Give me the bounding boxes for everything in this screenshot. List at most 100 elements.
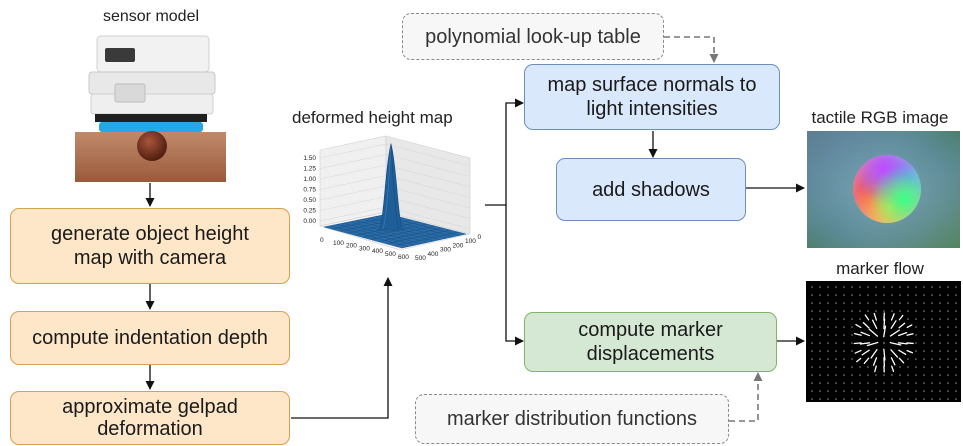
marker-vector <box>871 319 878 330</box>
x-tick-label: 100 <box>333 240 344 247</box>
marker-dot <box>843 350 845 352</box>
marker-dot <box>819 286 821 288</box>
grid-line <box>319 185 387 201</box>
marker-dot <box>875 302 877 304</box>
marker-dot <box>939 342 941 344</box>
marker-dot <box>923 374 925 376</box>
marker-dot <box>811 294 813 296</box>
marker-dot <box>939 310 941 312</box>
marker-dot <box>907 366 909 368</box>
y-tick-label: 200 <box>453 242 464 249</box>
arrow-heightmap-to-markers <box>505 205 524 346</box>
grid-line <box>385 143 471 167</box>
y-tick-label: 300 <box>440 247 451 254</box>
grid-line <box>385 164 471 188</box>
marker-dot <box>835 390 837 392</box>
marker-dot <box>955 310 957 312</box>
marker-dot <box>955 398 957 400</box>
marker-vector <box>906 333 914 336</box>
marker-vector <box>898 332 908 337</box>
marker-dot <box>907 390 909 392</box>
marker-dot <box>859 310 861 312</box>
marker-dot <box>851 382 853 384</box>
marker-vector <box>856 357 862 363</box>
marker-dot <box>891 398 893 400</box>
marker-dot <box>811 326 813 328</box>
marker-dot <box>851 294 853 296</box>
marker-dot <box>947 302 949 304</box>
marker-vector <box>898 322 906 329</box>
marker-dot <box>811 382 813 384</box>
marker-dot <box>843 390 845 392</box>
marker-vector <box>889 341 902 346</box>
marker-dot <box>947 390 949 392</box>
marker-dot <box>899 374 901 376</box>
marker-dot <box>931 302 933 304</box>
marker-dot <box>891 390 893 392</box>
marker-dot <box>819 366 821 368</box>
marker-dot <box>835 366 837 368</box>
z-tick-label: 0.25 <box>303 208 316 215</box>
marker-vector <box>883 348 886 361</box>
marker-dot <box>891 302 893 304</box>
marker-dot <box>915 390 917 392</box>
marker-vector <box>862 322 870 329</box>
marker-dot <box>843 374 845 376</box>
marker-dot <box>955 334 957 336</box>
marker-vector <box>866 341 879 347</box>
marker-dot <box>867 302 869 304</box>
polynomial-lookup-table-box: polynomial look-up table <box>402 13 664 60</box>
marker-dot <box>947 286 949 288</box>
marker-dot <box>811 358 813 360</box>
marker-dot <box>843 382 845 384</box>
marker-dot <box>899 286 901 288</box>
marker-dot <box>915 302 917 304</box>
marker-dot <box>955 294 957 296</box>
marker-dot <box>923 334 925 336</box>
marker-dot <box>907 302 909 304</box>
sensor-caption: sensor model <box>102 8 200 25</box>
marker-vector <box>906 349 914 354</box>
marker-dot <box>827 390 829 392</box>
marker-dot <box>827 326 829 328</box>
marker-vector <box>906 342 914 345</box>
marker-vector <box>906 324 913 329</box>
marker-dot <box>875 398 877 400</box>
marker-dot <box>843 286 845 288</box>
marker-dot <box>883 390 885 392</box>
marker-vector <box>864 314 870 321</box>
marker-dot <box>875 390 877 392</box>
arrow-dist-to-markers <box>729 372 763 422</box>
marker-dot <box>955 390 957 392</box>
marker-dot <box>843 358 845 360</box>
marker-dot <box>931 350 933 352</box>
marker-dot <box>827 398 829 400</box>
marker-dot <box>899 382 901 384</box>
marker-dot <box>931 390 933 392</box>
marker-dot <box>843 302 845 304</box>
marker-dot <box>827 350 829 352</box>
marker-dot <box>955 326 957 328</box>
marker-vector <box>853 342 862 345</box>
marker-dot <box>859 382 861 384</box>
marker-vector <box>890 313 895 321</box>
marker-vector <box>898 314 904 321</box>
marker-vector <box>898 349 907 355</box>
marker-dot <box>939 302 941 304</box>
marker-dot <box>947 294 949 296</box>
mesh-line <box>378 227 443 242</box>
marker-dot <box>851 302 853 304</box>
x-tick-label: 400 <box>372 248 383 255</box>
marker-dot <box>923 358 925 360</box>
marker-dot <box>955 318 957 320</box>
marker-dot <box>835 294 837 296</box>
grid-line <box>385 175 471 198</box>
marker-dot <box>819 382 821 384</box>
marker-dot <box>827 358 829 360</box>
marker-dot <box>883 302 885 304</box>
marker-dot <box>931 358 933 360</box>
marker-dot <box>955 366 957 368</box>
marker-dot <box>907 310 909 312</box>
marker-flow-caption: marker flow <box>836 259 924 278</box>
marker-dot <box>883 398 885 400</box>
